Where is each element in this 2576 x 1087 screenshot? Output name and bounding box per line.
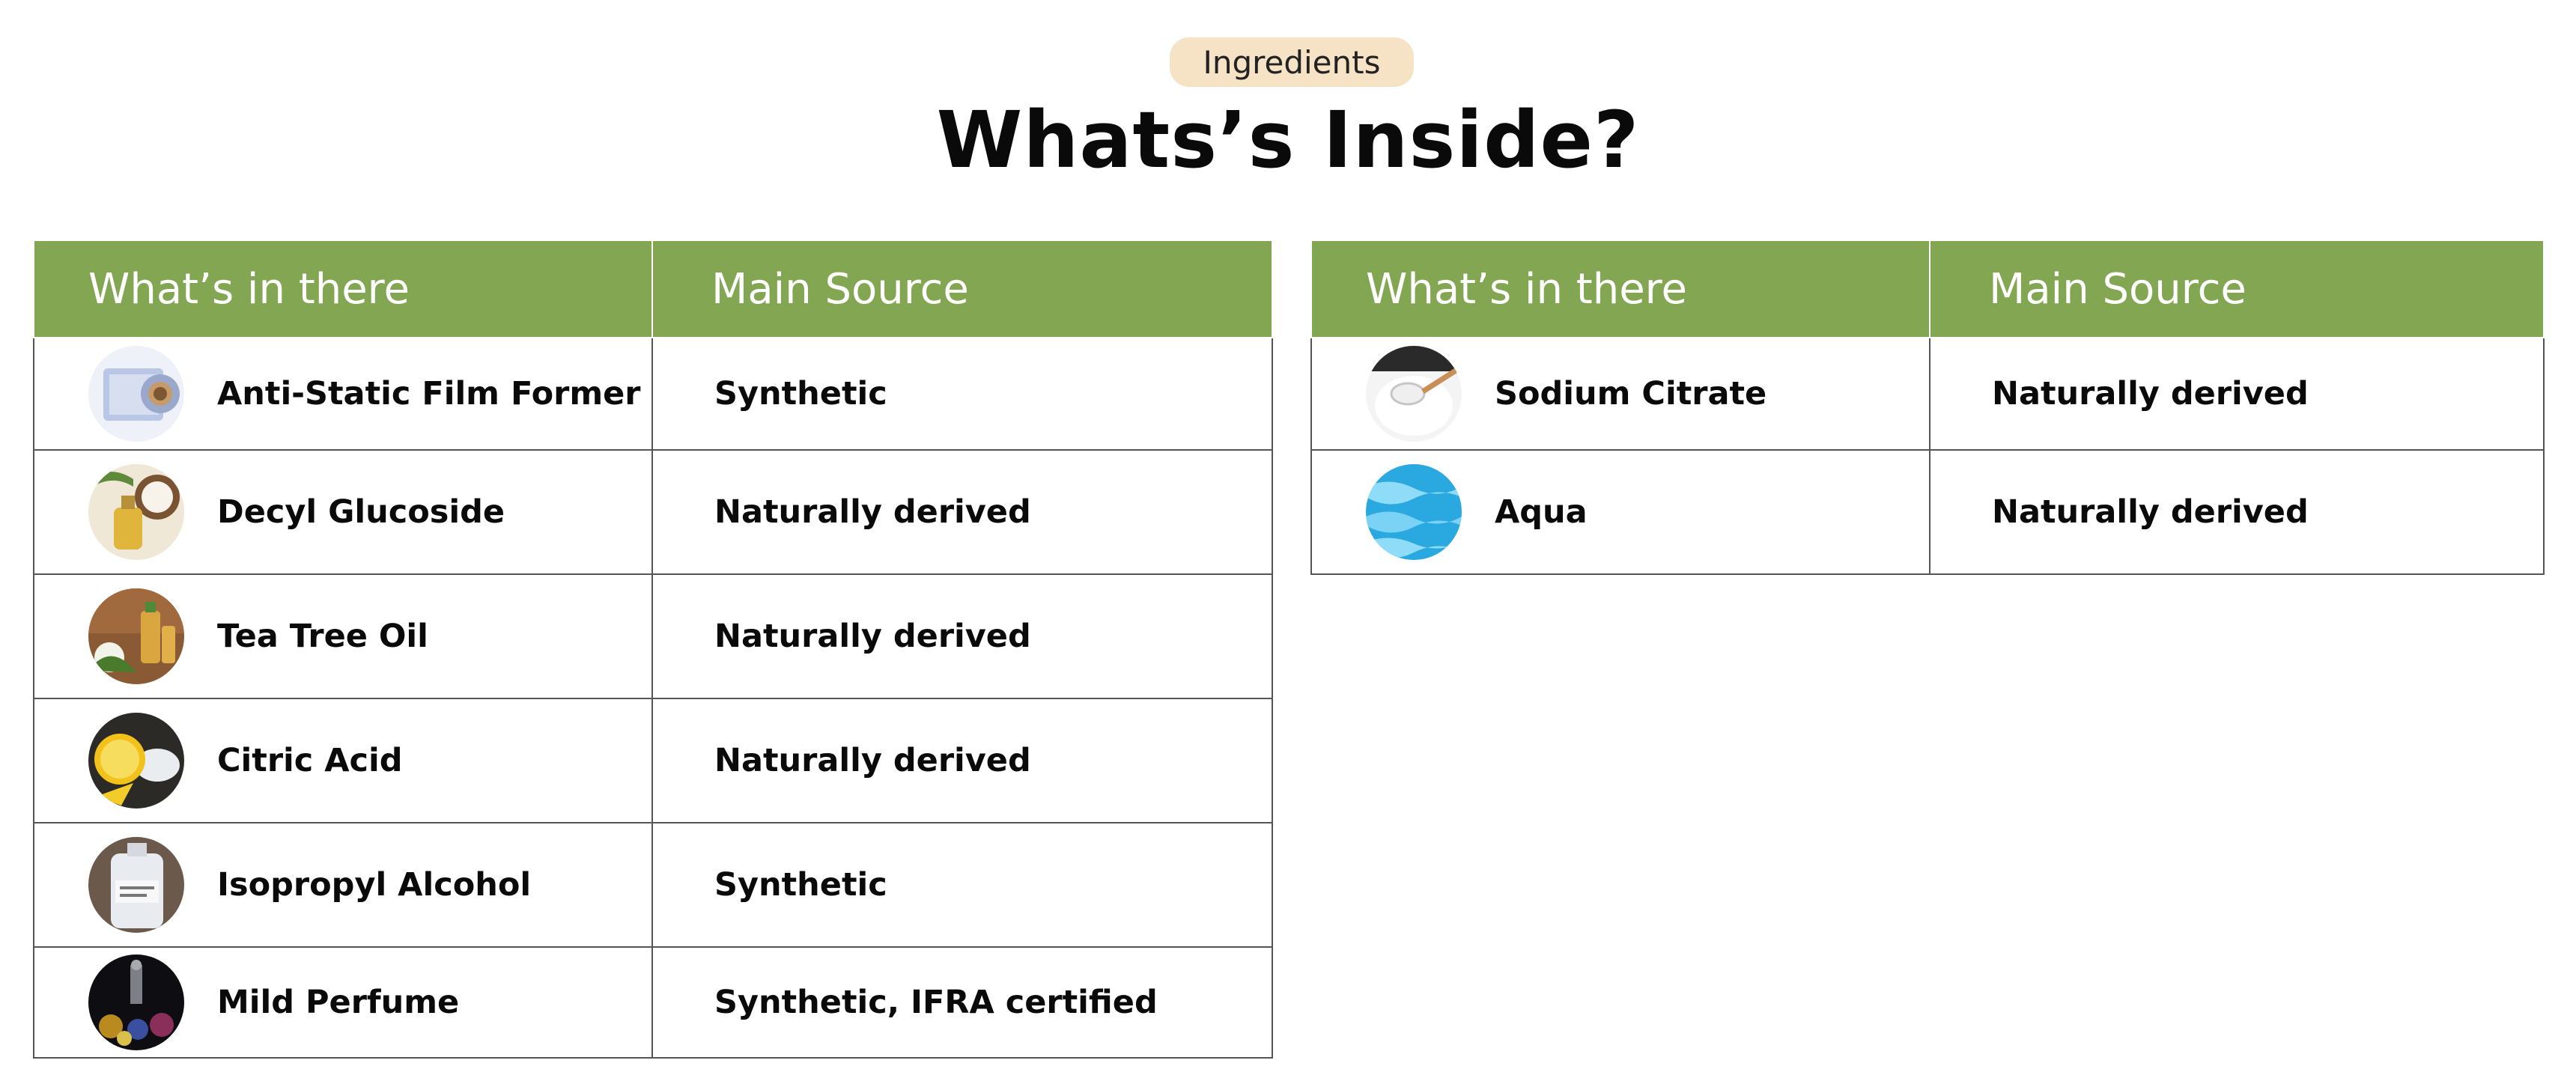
ingredient-source: Synthetic, IFRA certified [651, 946, 1273, 1059]
lemon-icon [88, 713, 184, 809]
column-header-source: Main Source [1929, 240, 2545, 338]
ingredient-name: Citric Acid [217, 742, 403, 779]
ingredient-source: Naturally derived [651, 573, 1273, 699]
table-row: Sodium Citrate Naturally derived [1310, 337, 2545, 451]
salt-spoon-icon [1366, 346, 1462, 442]
column-header-ingredient: What’s in there [1310, 240, 1931, 338]
page-title: Whats’s Inside? [936, 94, 1640, 186]
perfume-flowers-icon [88, 954, 184, 1050]
ingredient-name: Decyl Glucoside [217, 493, 505, 531]
ingredient-source: Naturally derived [1929, 337, 2545, 451]
ingredient-name: Isopropyl Alcohol [217, 866, 532, 904]
tea-tree-oil-icon [88, 588, 184, 684]
table-row: Tea Tree Oil Naturally derived [33, 573, 1273, 699]
coconut-oil-icon [88, 464, 184, 560]
table-row: Aqua Naturally derived [1310, 449, 2545, 575]
table-header-row: What’s in there Main Source [33, 240, 1273, 338]
alcohol-bottle-icon [88, 837, 184, 933]
ingredient-name: Aqua [1495, 493, 1588, 531]
ingredient-name: Tea Tree Oil [217, 618, 428, 655]
ingredient-source: Naturally derived [651, 698, 1273, 823]
table-row: Decyl Glucoside Naturally derived [33, 449, 1273, 575]
ingredient-source: Synthetic [651, 822, 1273, 948]
ingredient-name: Sodium Citrate [1495, 375, 1767, 412]
table-row: Anti-Static Film Former Synthetic [33, 337, 1273, 451]
ingredient-source: Naturally derived [651, 449, 1273, 575]
ingredient-name: Anti-Static Film Former [217, 375, 641, 412]
film-roll-icon [88, 346, 184, 442]
ingredients-table-right: What’s in there Main Source Sodium Citra… [1310, 240, 2545, 575]
column-header-ingredient: What’s in there [33, 240, 653, 338]
water-icon [1366, 464, 1462, 560]
table-row: Isopropyl Alcohol Synthetic [33, 822, 1273, 948]
ingredient-source: Synthetic [651, 337, 1273, 451]
table-row: Citric Acid Naturally derived [33, 698, 1273, 823]
column-header-source: Main Source [651, 240, 1273, 338]
ingredients-table-left: What’s in there Main Source Anti-Static … [33, 240, 1273, 1059]
ingredients-badge: Ingredients [1170, 37, 1414, 87]
table-row: Mild Perfume Synthetic, IFRA certified [33, 946, 1273, 1059]
ingredient-source: Naturally derived [1929, 449, 2545, 575]
table-header-row: What’s in there Main Source [1310, 240, 2545, 338]
ingredient-name: Mild Perfume [217, 984, 460, 1021]
